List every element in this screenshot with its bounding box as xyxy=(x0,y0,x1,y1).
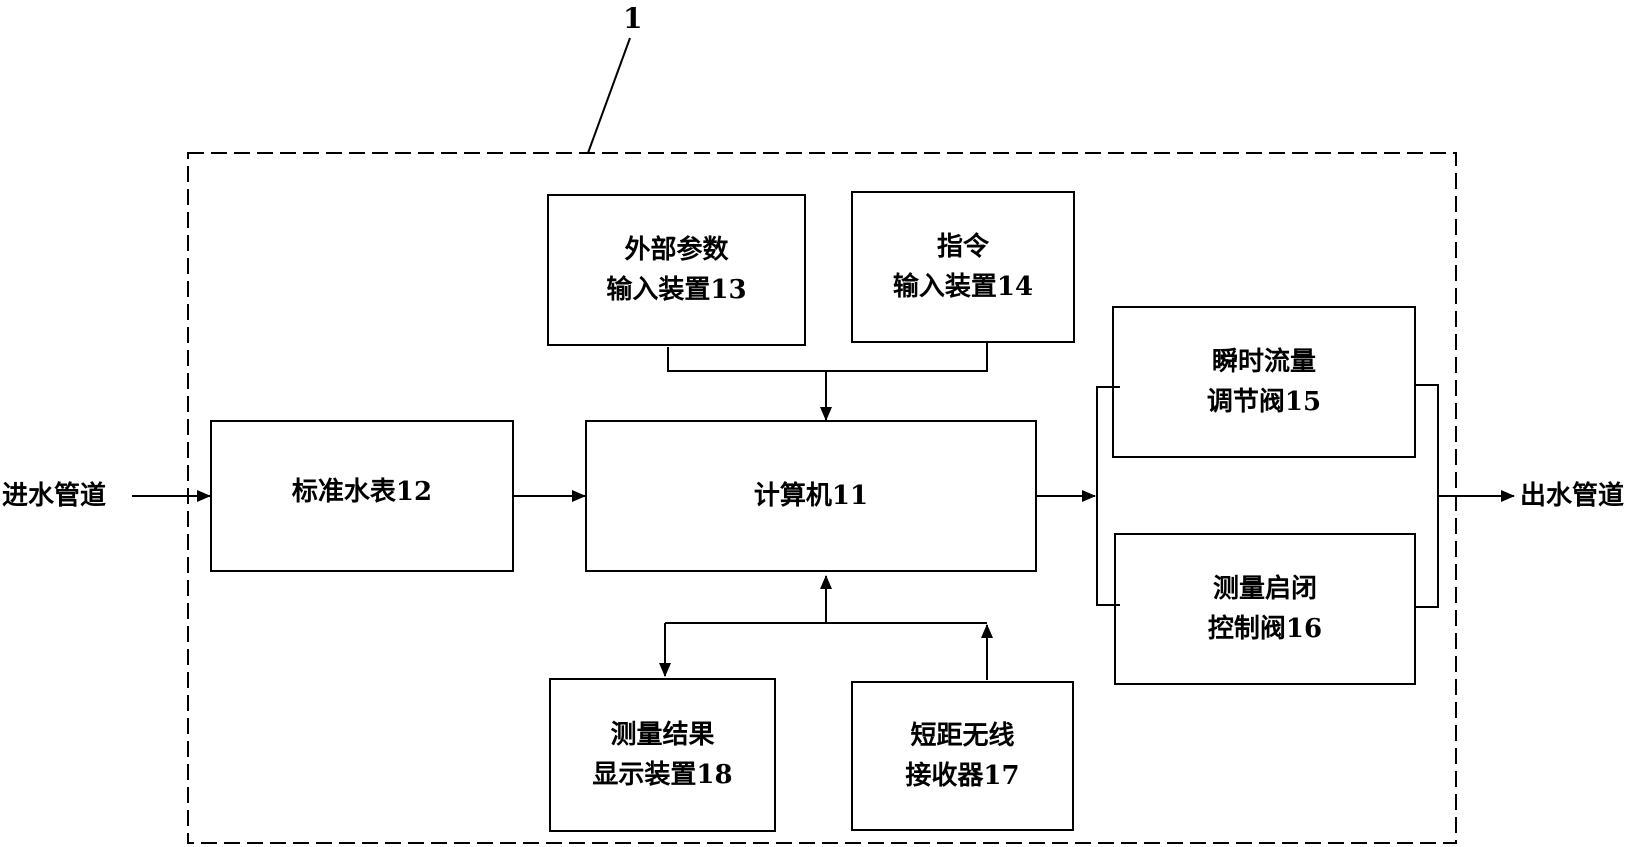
system-number-label: 1 xyxy=(623,2,643,35)
standard-water-meter-block: 标准水表12 xyxy=(210,420,514,572)
command-input-label-1: 指令 xyxy=(936,232,989,262)
wireless-receiver-block: 短距无线 接收器17 xyxy=(851,681,1074,831)
outlet-label: 出水管道 xyxy=(1520,481,1625,511)
standard-water-meter-label: 标准水表12 xyxy=(291,477,433,507)
measurement-control-valve-label-2: 控制阀16 xyxy=(1207,614,1323,644)
computer-block: 计算机11 xyxy=(585,420,1037,572)
measurement-control-valve-block: 测量启闭 控制阀16 xyxy=(1114,533,1416,685)
external-parameter-input-label-1: 外部参数 xyxy=(624,235,729,265)
valves-right-bracket xyxy=(1415,384,1439,608)
external-parameter-input-block: 外部参数 输入装置13 xyxy=(547,194,806,346)
external-parameter-input-label-2: 输入装置13 xyxy=(606,275,747,305)
result-display-label-1: 测量结果 xyxy=(610,720,715,750)
instant-flow-valve-label-2: 调节阀15 xyxy=(1206,387,1322,417)
command-input-label-2: 输入装置14 xyxy=(892,272,1034,302)
system-leader-line xyxy=(587,37,631,154)
instant-flow-valve-block: 瞬时流量 调节阀15 xyxy=(1112,306,1416,458)
inlet-label: 进水管道 xyxy=(2,481,107,511)
command-input-block: 指令 输入装置14 xyxy=(851,191,1075,343)
result-display-label-2: 显示装置18 xyxy=(592,760,733,790)
wireless-receiver-label-2: 接收器17 xyxy=(905,761,1020,791)
instant-flow-valve-label-1: 瞬时流量 xyxy=(1211,347,1316,377)
wireless-receiver-label-1: 短距无线 xyxy=(910,721,1015,751)
inputs-bracket xyxy=(667,342,988,372)
valves-left-bracket xyxy=(1096,386,1120,606)
measurement-control-valve-label-1: 测量启闭 xyxy=(1212,574,1317,604)
result-display-block: 测量结果 显示装置18 xyxy=(549,678,776,832)
computer-label: 计算机11 xyxy=(753,481,869,511)
system-boundary xyxy=(187,152,1457,844)
